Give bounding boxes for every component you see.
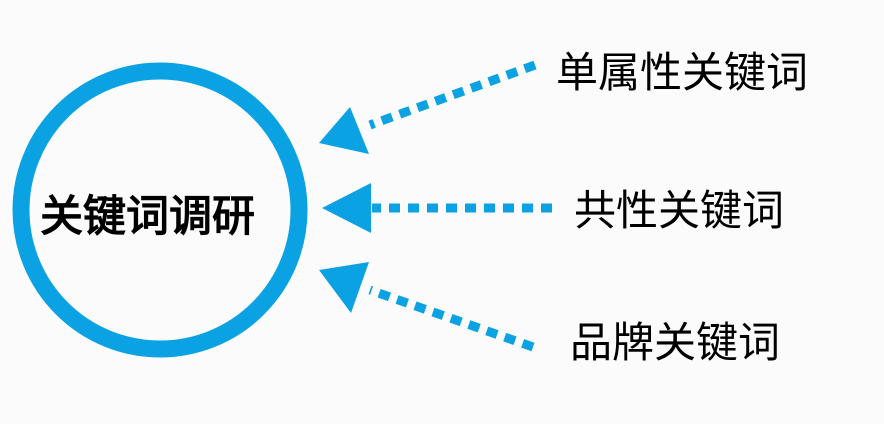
arrowhead-common xyxy=(322,183,371,233)
input-label-brand: 品牌关键词 xyxy=(570,318,781,367)
input-label-single-attribute: 单属性关键词 xyxy=(556,48,809,97)
arrowhead-single-attribute xyxy=(319,107,369,154)
center-ring xyxy=(12,62,308,358)
arrow-line-brand xyxy=(368,285,535,352)
arrow-line-single-attribute xyxy=(368,60,537,130)
arrowhead-brand xyxy=(319,262,369,313)
center-node-label: 关键词调研 xyxy=(40,192,255,242)
input-label-common: 共性关键词 xyxy=(574,186,785,235)
